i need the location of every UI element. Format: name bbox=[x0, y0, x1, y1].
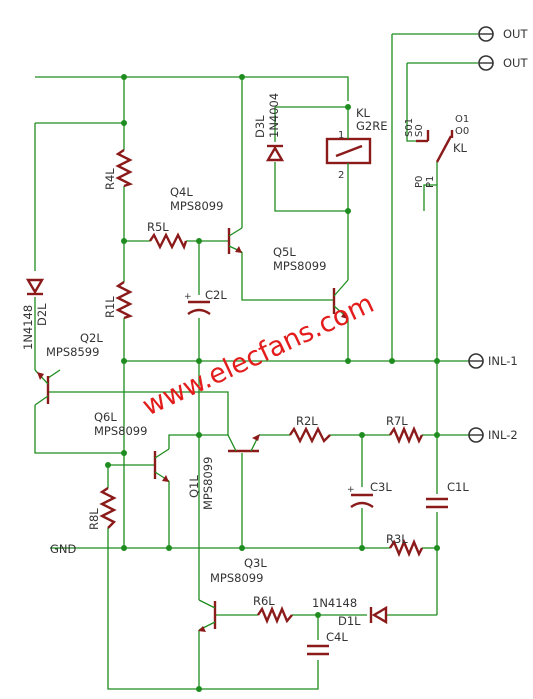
wires bbox=[34, 33, 478, 690]
q1l-part-label: MPS8099 bbox=[201, 457, 215, 510]
transistor-q1l bbox=[198, 599, 217, 632]
o1-label: O1 bbox=[455, 114, 469, 125]
diode-d1l bbox=[369, 605, 388, 625]
r8l-label: R8L bbox=[87, 508, 101, 530]
transistor-q5l bbox=[332, 279, 349, 319]
resistor-r8l bbox=[99, 487, 117, 529]
relay-coil-kl bbox=[325, 128, 372, 166]
q2l-label: Q2L bbox=[80, 331, 103, 345]
r5l-label: R5L bbox=[147, 220, 169, 234]
svg-text:+: + bbox=[184, 292, 192, 302]
terminal-out-2-label: OUT bbox=[503, 56, 528, 70]
resistor-r2l bbox=[289, 426, 331, 444]
resistor-r5l bbox=[149, 232, 188, 251]
r6l-label: R6L bbox=[253, 594, 275, 608]
d3l-label: D3L bbox=[253, 115, 267, 138]
svg-text:+: + bbox=[347, 485, 355, 495]
terminal-out-1[interactable] bbox=[478, 26, 494, 42]
relay-pin-2-label: 2 bbox=[338, 170, 344, 181]
q3l-part-label: MPS8099 bbox=[210, 571, 263, 585]
p0-label: P0 bbox=[414, 176, 425, 188]
capacitor-c3l: + bbox=[347, 485, 374, 508]
s0-label: S0 bbox=[414, 124, 425, 137]
kl-part-label: G2RE bbox=[356, 119, 388, 133]
gnd-label: GND bbox=[50, 542, 77, 556]
transistor-q3l bbox=[227, 434, 260, 453]
resistor-r7l bbox=[389, 425, 424, 445]
terminal-inl-1-label: INL-1 bbox=[488, 354, 518, 368]
q6l-label: Q6L bbox=[94, 410, 117, 424]
s01-label: S01 bbox=[404, 118, 415, 137]
diode-d2l bbox=[25, 278, 45, 296]
q4l-label: Q4L bbox=[170, 185, 193, 199]
relay-switch-kl bbox=[416, 130, 454, 163]
resistor-r1l bbox=[115, 281, 134, 320]
d1l-label: D1L bbox=[338, 614, 361, 628]
capacitor-c2l: + bbox=[184, 292, 211, 315]
kl-switch-label: KL bbox=[453, 141, 468, 155]
junctions bbox=[105, 74, 440, 692]
transistor-q6l bbox=[153, 448, 170, 482]
transistor-q2l bbox=[34, 369, 50, 406]
kl-label: KL bbox=[356, 106, 371, 120]
p1-label: P1 bbox=[425, 176, 436, 188]
o0-label: O0 bbox=[455, 126, 469, 137]
q3l-label: Q3L bbox=[244, 556, 267, 570]
c4l-label: C4L bbox=[326, 630, 348, 644]
terminal-out-2[interactable] bbox=[478, 55, 494, 71]
d2l-part-label: 1N4148 bbox=[21, 305, 35, 350]
r2l-label: R2L bbox=[296, 414, 318, 428]
transistor-q4l bbox=[227, 227, 243, 254]
q4l-part-label: MPS8099 bbox=[170, 199, 223, 213]
d2l-label: D2L bbox=[35, 303, 49, 326]
q5l-label: Q5L bbox=[273, 245, 296, 259]
relay-pin-1-label: 1 bbox=[338, 130, 344, 141]
terminal-inl-1[interactable] bbox=[468, 353, 484, 369]
labels: OUT OUT INL-1 INL-2 GND R4L R1L R8L R5L … bbox=[21, 27, 528, 644]
watermark: www.elecfans.com bbox=[138, 288, 379, 422]
q1l-label: Q1L bbox=[187, 475, 201, 498]
d1l-part-label: 1N4148 bbox=[312, 596, 357, 610]
capacitor-c4l bbox=[307, 644, 329, 656]
q5l-part-label: MPS8099 bbox=[273, 259, 326, 273]
c1l-label: C1L bbox=[447, 480, 469, 494]
r1l-label: R1L bbox=[103, 296, 117, 318]
capacitor-c1l bbox=[426, 497, 448, 509]
resistor-r6l bbox=[257, 605, 293, 625]
terminal-inl-2[interactable] bbox=[468, 427, 484, 443]
diode-d3l bbox=[265, 144, 285, 162]
terminal-inl-2-label: INL-2 bbox=[488, 428, 518, 442]
q6l-part-label: MPS8099 bbox=[94, 424, 147, 438]
resistor-r3l bbox=[389, 538, 424, 558]
terminal-out-1-label: OUT bbox=[503, 27, 528, 41]
d3l-part-label: 1N4004 bbox=[267, 93, 281, 138]
c2l-label: C2L bbox=[205, 288, 227, 302]
r4l-label: R4L bbox=[103, 168, 117, 190]
c3l-label: C3L bbox=[370, 480, 392, 494]
r3l-label: R3L bbox=[386, 532, 408, 546]
q2l-part-label: MPS8599 bbox=[46, 345, 99, 359]
r7l-label: R7L bbox=[386, 414, 408, 428]
resistor-r4l bbox=[115, 149, 134, 188]
